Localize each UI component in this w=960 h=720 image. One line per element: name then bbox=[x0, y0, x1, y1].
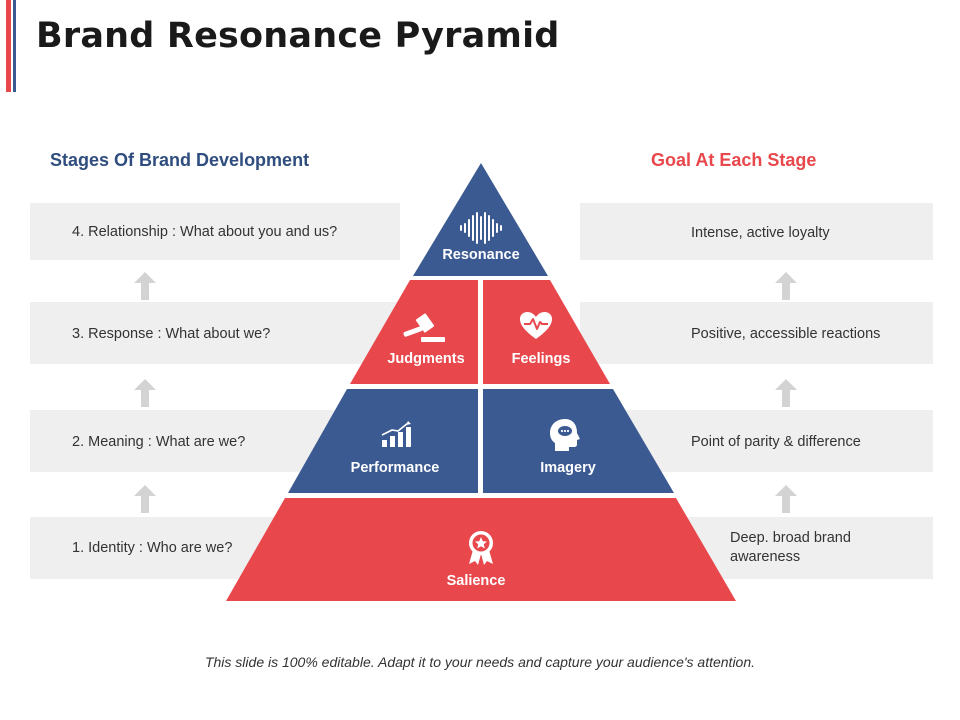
up-arrow-icon bbox=[775, 272, 797, 300]
label-performance: Performance bbox=[350, 460, 440, 476]
page-title: Brand Resonance Pyramid bbox=[36, 16, 560, 56]
pyramid-imagery bbox=[483, 389, 674, 493]
up-arrow-icon bbox=[775, 485, 797, 513]
goal-loyalty: Intense, active loyalty bbox=[691, 225, 830, 241]
stage-identity: 1. Identity : Who are we? bbox=[72, 540, 233, 556]
accent-bar-blue bbox=[13, 0, 16, 92]
goal-band-4 bbox=[580, 203, 933, 260]
goal-parity: Point of parity & difference bbox=[691, 434, 861, 450]
label-resonance: Resonance bbox=[442, 247, 520, 263]
label-judgments: Judgments bbox=[387, 351, 465, 367]
up-arrow-icon bbox=[134, 379, 156, 407]
heart-pulse-icon bbox=[520, 312, 552, 339]
pyramid-feelings bbox=[483, 280, 610, 384]
goal-awareness: Deep. broad brand awareness bbox=[730, 530, 851, 565]
goal-band-3 bbox=[580, 302, 933, 364]
label-salience: Salience bbox=[446, 573, 506, 589]
gavel-icon bbox=[403, 313, 445, 342]
award-ribbon-icon bbox=[469, 531, 493, 565]
accent-bar-red bbox=[6, 0, 11, 92]
sound-wave-icon bbox=[460, 212, 502, 244]
stage-band-3 bbox=[30, 302, 400, 364]
label-feelings: Feelings bbox=[511, 351, 571, 367]
label-imagery: Imagery bbox=[540, 460, 596, 476]
stage-band-4 bbox=[30, 203, 400, 260]
up-arrow-icon bbox=[134, 272, 156, 300]
right-heading: Goal At Each Stage bbox=[651, 150, 817, 170]
stage-response: 3. Response : What about we? bbox=[72, 326, 271, 342]
up-arrow-icon bbox=[775, 379, 797, 407]
stage-meaning: 2. Meaning : What are we? bbox=[72, 434, 246, 450]
stage-relationship: 4. Relationship : What about you and us? bbox=[72, 224, 338, 240]
footer-note: This slide is 100% editable. Adapt it to… bbox=[204, 654, 756, 670]
left-heading: Stages Of Brand Development bbox=[50, 150, 310, 170]
goal-reactions: Positive, accessible reactions bbox=[691, 326, 881, 342]
up-arrow-icon bbox=[134, 485, 156, 513]
bar-chart-icon bbox=[381, 421, 411, 447]
head-thought-icon bbox=[550, 419, 580, 451]
